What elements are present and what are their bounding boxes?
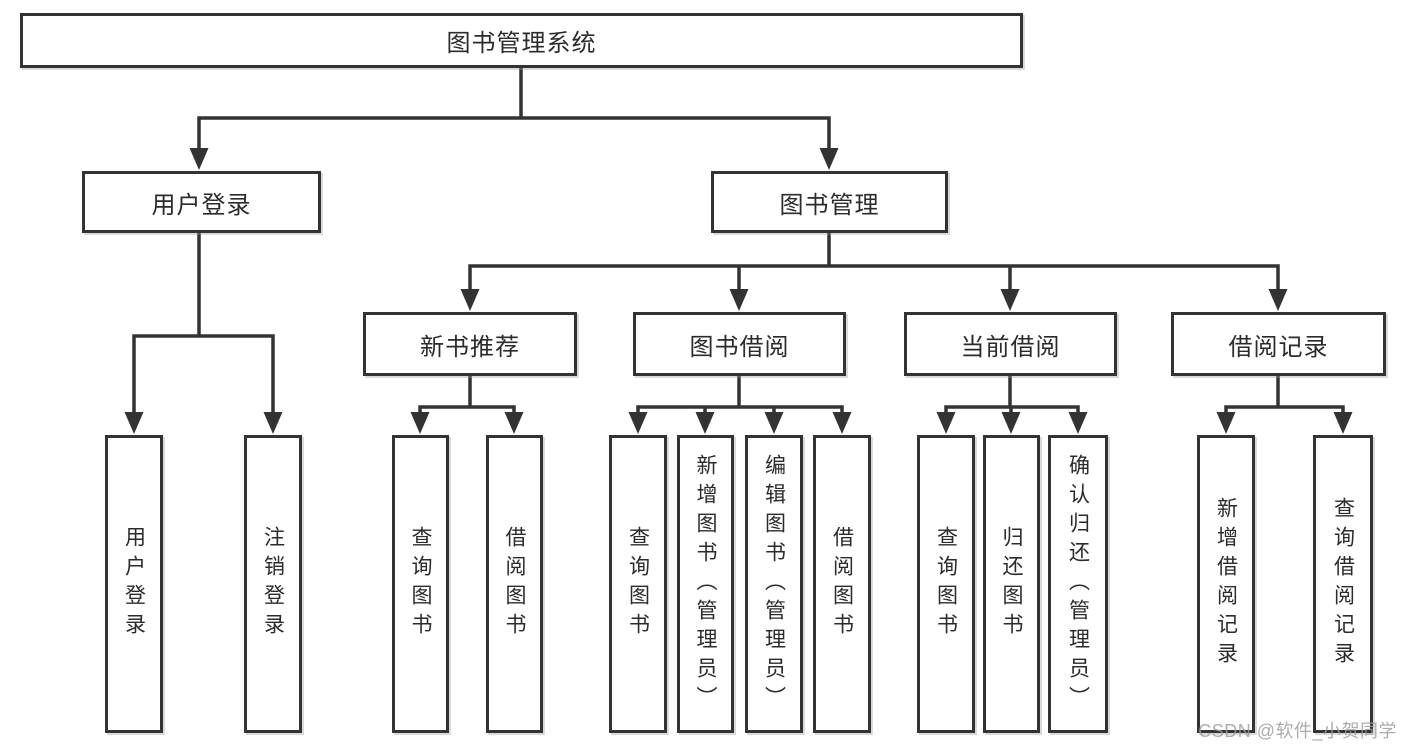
leaf-edit-books-admin: 编辑图书（管理员）: [745, 435, 803, 733]
leaf-recommend-borrow-books-label: 借阅图书: [503, 526, 527, 642]
leaf-current-query-books: 查询图书: [917, 435, 975, 733]
node-borrowing-records-label: 借阅记录: [1228, 333, 1329, 361]
leaf-recommend-query-books-label: 查询图书: [409, 526, 433, 642]
node-user-login-group: 用户登录: [82, 171, 321, 233]
leaf-user-login-label: 用户登录: [122, 526, 146, 642]
leaf-borrowing-query-books: 查询图书: [609, 435, 667, 733]
node-new-book-recommend-label: 新书推荐: [420, 333, 520, 361]
node-book-borrowing-label: 图书借阅: [689, 333, 790, 361]
leaf-borrowing-borrow-books-label: 借阅图书: [830, 526, 854, 642]
leaf-logout-label: 注销登录: [261, 526, 285, 642]
leaf-borrowing-borrow-books: 借阅图书: [813, 435, 871, 733]
leaf-edit-books-admin-label: 编辑图书（管理员）: [762, 453, 786, 715]
node-new-book-recommend: 新书推荐: [363, 312, 577, 376]
csdn-watermark: CSDN @软件_小贺同学: [1198, 721, 1397, 741]
node-book-management-label: 图书管理: [779, 191, 880, 219]
leaf-add-borrow-record-label: 新增借阅记录: [1214, 497, 1238, 671]
leaf-recommend-query-books: 查询图书: [392, 435, 449, 733]
leaf-recommend-borrow-books: 借阅图书: [486, 435, 543, 733]
node-current-borrowing-label: 当前借阅: [960, 333, 1061, 361]
node-book-management: 图书管理: [711, 171, 948, 233]
leaf-logout: 注销登录: [244, 435, 302, 733]
leaf-confirm-return-admin-label: 确认归还（管理员）: [1066, 453, 1090, 715]
leaf-borrowing-query-books-label: 查询图书: [626, 526, 650, 642]
leaf-current-query-books-label: 查询图书: [934, 526, 958, 642]
leaf-add-books-admin: 新增图书（管理员）: [677, 435, 734, 733]
node-book-borrowing: 图书借阅: [633, 312, 846, 376]
node-user-login-group-label: 用户登录: [151, 191, 252, 219]
leaf-add-books-admin-label: 新增图书（管理员）: [694, 453, 718, 715]
node-library-management-system-label: 图书管理系统: [446, 30, 597, 57]
node-current-borrowing: 当前借阅: [904, 312, 1117, 376]
leaf-query-borrow-record-label: 查询借阅记录: [1331, 497, 1355, 671]
leaf-query-borrow-record: 查询借阅记录: [1313, 435, 1373, 733]
node-borrowing-records: 借阅记录: [1171, 312, 1386, 376]
leaf-confirm-return-admin: 确认归还（管理员）: [1048, 435, 1108, 733]
node-library-management-system: 图书管理系统: [20, 13, 1023, 68]
leaf-add-borrow-record: 新增借阅记录: [1197, 435, 1255, 733]
leaf-return-books-label: 归还图书: [1000, 526, 1024, 642]
leaf-user-login: 用户登录: [105, 435, 163, 733]
leaf-return-books: 归还图书: [983, 435, 1040, 733]
